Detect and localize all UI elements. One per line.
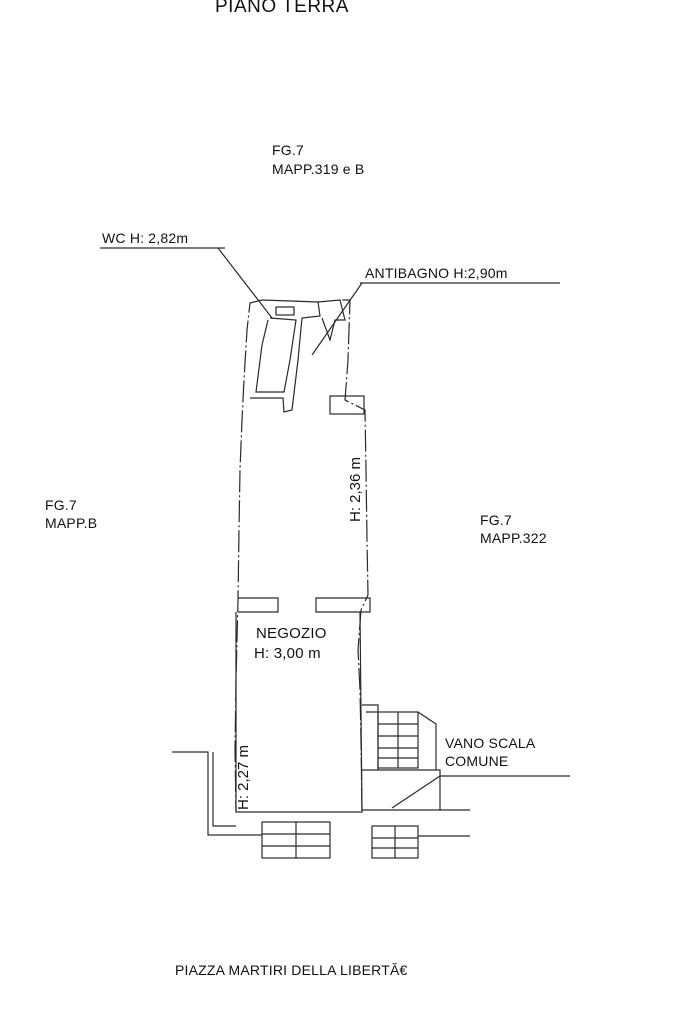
left-boundary-inner xyxy=(212,752,236,827)
rear-room-height: H: 2,36 m xyxy=(347,456,364,522)
parcel-west-mapp: MAPP.B xyxy=(45,515,98,531)
negozio-label: NEGOZIO xyxy=(256,625,327,642)
antibagno-label: ANTIBAGNO H:2,90m xyxy=(365,265,508,281)
wall-block-right xyxy=(329,395,365,415)
wall-block-top xyxy=(275,306,295,316)
stair-label-line1: VANO SCALA xyxy=(445,735,536,751)
parcel-north-sheet: FG.7 xyxy=(272,142,304,158)
parcel-east-sheet: FG.7 xyxy=(480,512,512,528)
dividing-wall xyxy=(238,597,371,613)
shop-front-walls xyxy=(235,611,363,813)
stair-leader xyxy=(391,775,441,809)
parcel-west-sheet: FG.7 xyxy=(45,497,77,513)
front-room-height: H: 2,27 m xyxy=(235,744,252,810)
stair-landing xyxy=(366,711,437,770)
negozio-height: H: 3,00 m xyxy=(254,645,321,662)
antibagno-leader xyxy=(311,282,363,356)
street-name: PIAZZA MARTIRI DELLA LIBERTĂ€ xyxy=(175,962,408,978)
property-outline xyxy=(234,299,369,813)
stair-hall-walls xyxy=(362,704,441,811)
wc-label: WC H: 2,82m xyxy=(102,230,189,246)
wc-walls xyxy=(250,299,321,413)
parcel-north-mapp: MAPP.319 e B xyxy=(272,161,365,177)
right-boundary xyxy=(418,809,470,837)
left-boundary xyxy=(172,751,262,836)
stair-label-line2: COMUNE xyxy=(445,753,509,769)
antibagno-walls xyxy=(317,299,346,343)
wc-leader xyxy=(217,247,273,319)
parcel-east-mapp: MAPP.322 xyxy=(480,530,547,546)
plan-title: PIANO TERRA xyxy=(215,0,349,17)
